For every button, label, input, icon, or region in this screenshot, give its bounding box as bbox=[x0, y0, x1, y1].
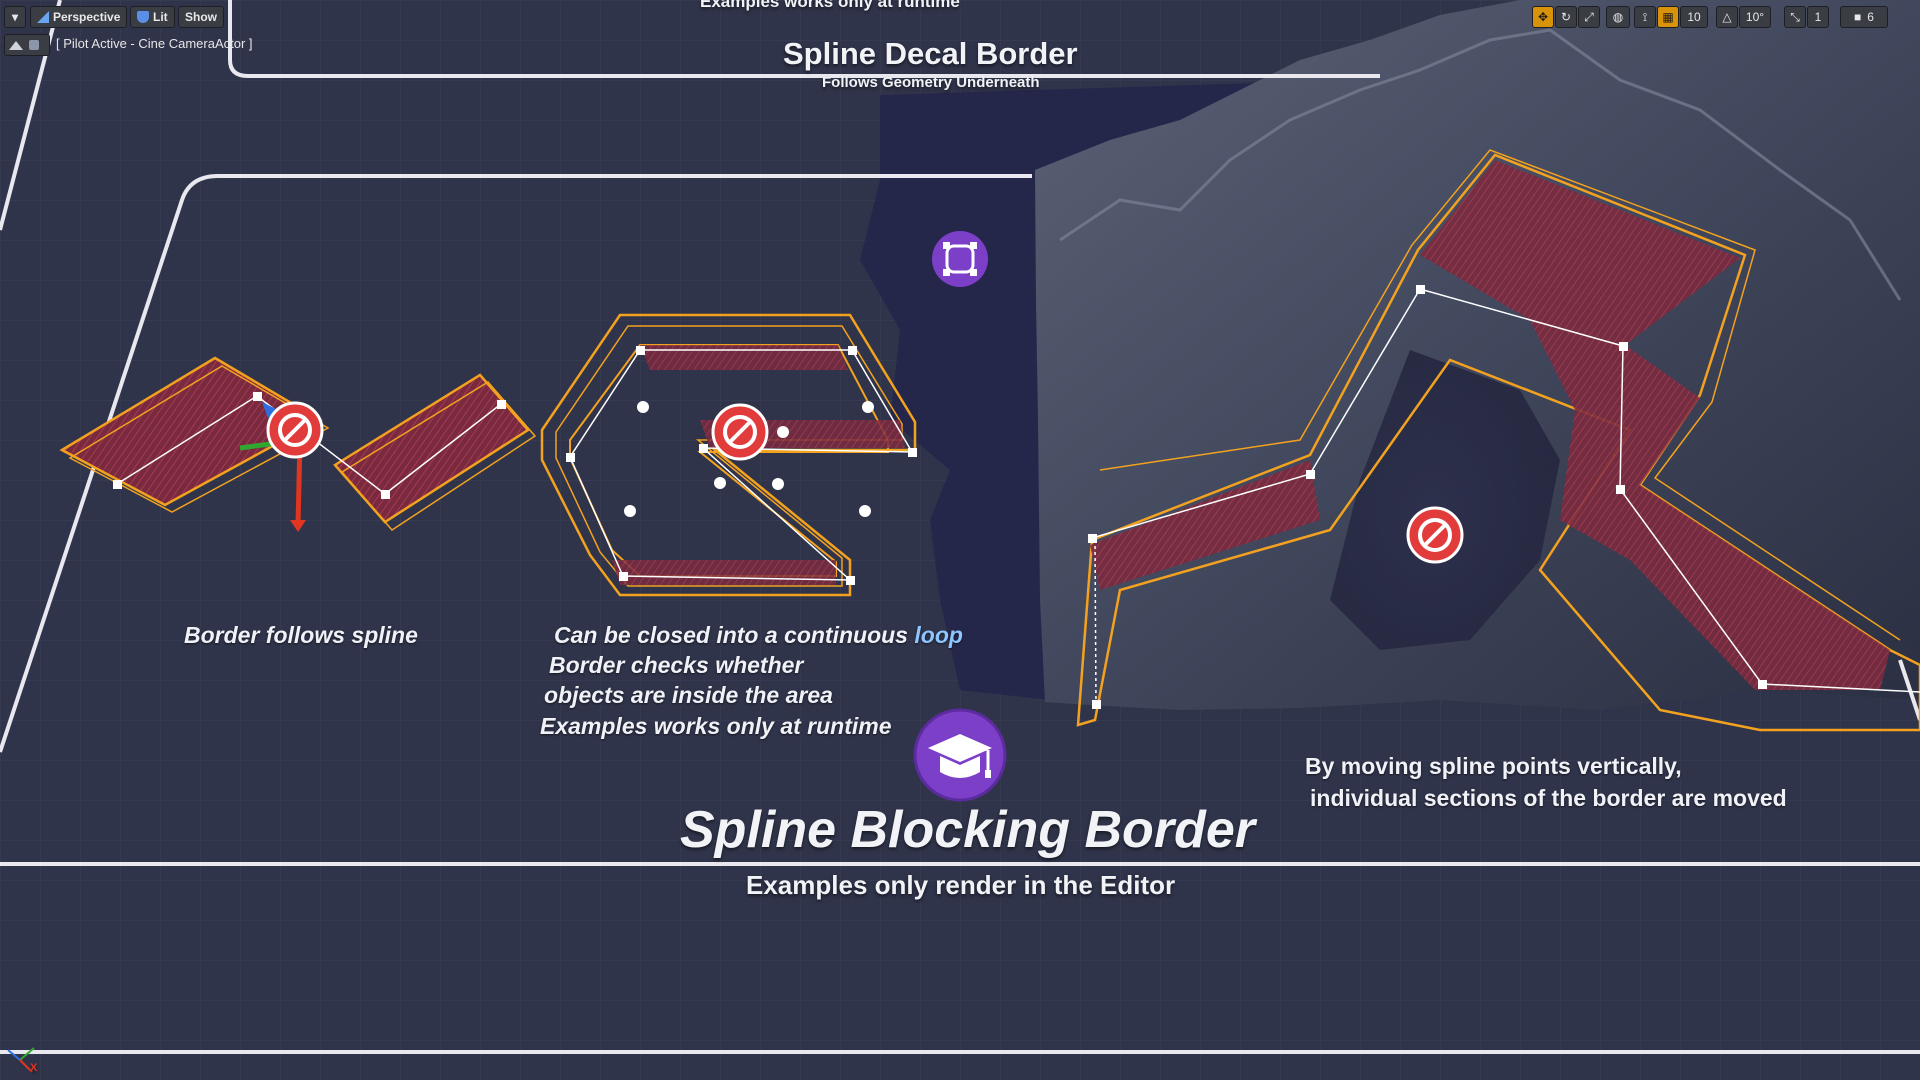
label-loop-prefix: Can be closed into a continuous bbox=[554, 622, 915, 648]
scale-snap-icon: ⤡ bbox=[1790, 9, 1800, 24]
scale-mode-button[interactable]: ⤢ bbox=[1578, 6, 1600, 28]
no-entry-icon bbox=[711, 403, 769, 461]
show-label: Show bbox=[185, 10, 217, 24]
eject-icon bbox=[9, 40, 23, 50]
axis-x-label: X bbox=[30, 1062, 38, 1074]
rotation-snap-value[interactable]: 10° bbox=[1739, 6, 1771, 28]
perspective-label: Perspective bbox=[53, 10, 121, 24]
translate-mode-button[interactable]: ✥ bbox=[1532, 6, 1554, 28]
mountain-ridge bbox=[1059, 28, 1902, 301]
spline-border-zigzag[interactable] bbox=[59, 356, 537, 531]
mountain-hollow bbox=[1330, 350, 1560, 650]
angle-icon: △ bbox=[1722, 10, 1732, 24]
lit-sphere-icon bbox=[137, 11, 149, 23]
rotation-snap-toggle[interactable]: △ bbox=[1716, 6, 1738, 28]
label-checks-line2: objects are inside the area bbox=[544, 682, 833, 708]
decal-section-subtitle: Follows Geometry Underneath bbox=[822, 74, 1040, 91]
label-loop-word: loop bbox=[914, 622, 963, 648]
grid-snap-toggle[interactable]: ▦ bbox=[1657, 6, 1679, 28]
scale-snap-value[interactable]: 1 bbox=[1807, 6, 1829, 28]
label-border-follows: Border follows spline bbox=[184, 622, 418, 648]
blocking-section-subtitle: Examples only render in the Editor bbox=[746, 870, 1176, 900]
pilot-eject-button[interactable] bbox=[4, 34, 50, 56]
label-vertical-line2: individual sections of the border are mo… bbox=[1310, 785, 1787, 811]
floor-edge-line bbox=[0, 0, 62, 231]
decal-section-title: Spline Decal Border bbox=[783, 36, 1078, 71]
no-entry-icon bbox=[1406, 506, 1464, 564]
label-runtime-note: Examples works only at runtime bbox=[540, 713, 892, 739]
top-runtime-note: Examples works only at runtime bbox=[700, 0, 960, 11]
pilot-status-label: [ Pilot Active - Cine CameraActor ] bbox=[56, 36, 253, 51]
camera-speed-button[interactable]: ■ 6 bbox=[1840, 6, 1888, 28]
translate-icon: ✥ bbox=[1537, 10, 1549, 24]
no-entry-icon bbox=[266, 401, 324, 459]
spline-border-terrain[interactable] bbox=[1076, 149, 1920, 732]
globe-icon: ◍ bbox=[1612, 10, 1624, 24]
rotate-icon: ↻ bbox=[1560, 10, 1572, 24]
axis-indicator bbox=[7, 1047, 35, 1073]
spline-border-loop[interactable] bbox=[540, 313, 917, 597]
grid-snap-value[interactable]: 10 bbox=[1680, 6, 1708, 28]
decal-section-frame bbox=[228, 0, 1380, 78]
lit-button[interactable]: Lit bbox=[130, 6, 175, 28]
blocking-section-title: Spline Blocking Border bbox=[680, 801, 1255, 859]
coordinate-space-button[interactable]: ◍ bbox=[1606, 6, 1630, 28]
blocking-section-frame bbox=[0, 174, 1032, 753]
rotate-mode-button[interactable]: ↻ bbox=[1555, 6, 1577, 28]
surface-snap-button[interactable]: ⟟ bbox=[1634, 6, 1656, 28]
graduation-cap-icon[interactable] bbox=[913, 708, 1007, 802]
scale-icon: ⤢ bbox=[1584, 9, 1594, 24]
camera-perspective-icon bbox=[37, 11, 49, 23]
show-button[interactable]: Show bbox=[178, 6, 224, 28]
surface-snap-icon: ⟟ bbox=[1642, 9, 1648, 24]
label-continuous-loop: Can be closed into a continuous loop bbox=[554, 622, 963, 649]
camera-speed-value: 6 bbox=[1867, 10, 1874, 24]
camera-icon: ■ bbox=[1854, 10, 1862, 24]
right-edge-line bbox=[1898, 659, 1920, 721]
scale-snap-toggle[interactable]: ⤡ bbox=[1784, 6, 1806, 28]
lit-label: Lit bbox=[153, 10, 168, 24]
label-checks-line1: Border checks whether bbox=[549, 652, 804, 678]
test-spheres bbox=[624, 401, 874, 517]
grid-icon: ▦ bbox=[1662, 10, 1674, 24]
viewport-options-dropdown[interactable]: ▾ bbox=[4, 6, 26, 28]
chevron-down-icon: ▾ bbox=[11, 10, 19, 24]
label-vertical-line1: By moving spline points vertically, bbox=[1305, 753, 1682, 779]
perspective-button[interactable]: Perspective bbox=[30, 6, 128, 28]
unlock-icon bbox=[29, 40, 39, 50]
spline-actor-icon[interactable] bbox=[932, 231, 988, 287]
